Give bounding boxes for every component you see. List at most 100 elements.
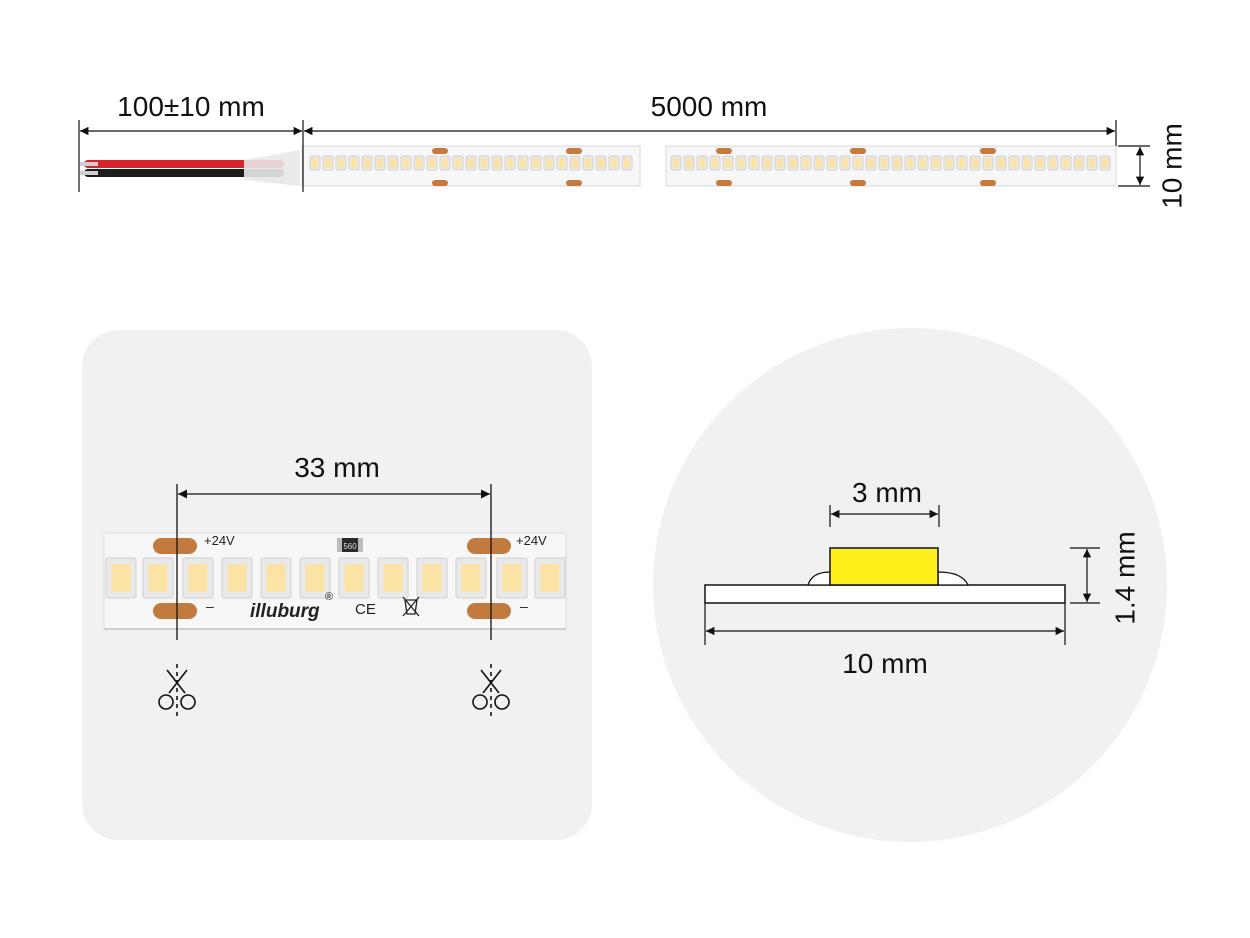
led-chip bbox=[299, 557, 331, 599]
led-chip bbox=[852, 155, 864, 171]
led-chip bbox=[670, 155, 682, 171]
led-chip bbox=[878, 155, 890, 171]
copper-pad bbox=[566, 148, 582, 154]
led-chip bbox=[517, 155, 529, 171]
led-chip bbox=[839, 155, 851, 171]
strip-overview: 100±10 mm 5000 mm 10 mm bbox=[78, 91, 1187, 209]
led-chip bbox=[455, 557, 487, 599]
led-chip bbox=[595, 155, 607, 171]
led-chip bbox=[995, 155, 1007, 171]
cross-section-panel: 3 mm 1.4 mm 10 mm bbox=[653, 328, 1167, 842]
ce-mark: CE bbox=[355, 601, 376, 618]
led-chip bbox=[491, 155, 503, 171]
led-chip bbox=[534, 557, 566, 599]
led-chip bbox=[865, 155, 877, 171]
led-chip bbox=[709, 155, 721, 171]
led-cross-section bbox=[829, 547, 939, 586]
scissors-icon bbox=[158, 664, 196, 718]
led-chip bbox=[413, 155, 425, 171]
copper-pad bbox=[980, 148, 996, 154]
led-chip bbox=[309, 155, 321, 171]
led-chip bbox=[543, 155, 555, 171]
led-chip bbox=[930, 155, 942, 171]
lead-wire bbox=[80, 150, 300, 186]
led-chip bbox=[530, 155, 542, 171]
led-chip bbox=[956, 155, 968, 171]
negative-marking-right: – bbox=[520, 598, 528, 614]
led-chip bbox=[374, 155, 386, 171]
led-chip bbox=[621, 155, 633, 171]
led-chip bbox=[361, 155, 373, 171]
led-chip bbox=[260, 557, 292, 599]
led-chip bbox=[1073, 155, 1085, 171]
led-chip bbox=[904, 155, 916, 171]
led-chip bbox=[348, 155, 360, 171]
led-chip bbox=[1021, 155, 1033, 171]
led-chip bbox=[787, 155, 799, 171]
led-chip bbox=[221, 557, 253, 599]
led-chip bbox=[335, 155, 347, 171]
svg-text:560: 560 bbox=[343, 542, 357, 551]
led-chip bbox=[800, 155, 812, 171]
voltage-marking-right: +24V bbox=[516, 533, 547, 548]
cut-interval-label: 33 mm bbox=[294, 452, 380, 483]
led-chip bbox=[891, 155, 903, 171]
led-chip bbox=[478, 155, 490, 171]
led-chip bbox=[439, 155, 451, 171]
copper-pad bbox=[566, 180, 582, 186]
led-chip bbox=[683, 155, 695, 171]
led-chip bbox=[142, 557, 174, 599]
led-width-label: 3 mm bbox=[852, 477, 922, 508]
strip-segment-left bbox=[301, 145, 641, 187]
led-chip bbox=[377, 557, 409, 599]
led-chip bbox=[982, 155, 994, 171]
strip-length-label: 5000 mm bbox=[651, 91, 768, 122]
led-chip bbox=[105, 557, 137, 599]
led-chip bbox=[569, 155, 581, 171]
resistor: 560 bbox=[337, 538, 363, 552]
led-chip bbox=[496, 557, 528, 599]
voltage-marking-left: +24V bbox=[204, 533, 235, 548]
copper-pad bbox=[850, 180, 866, 186]
led-chip bbox=[774, 155, 786, 171]
led-chip bbox=[1086, 155, 1098, 171]
copper-pad bbox=[432, 148, 448, 154]
negative-marking-left: – bbox=[206, 598, 214, 614]
copper-pad bbox=[432, 180, 448, 186]
registered-mark: ® bbox=[325, 591, 333, 603]
scissors-icon bbox=[472, 664, 510, 718]
led-chip bbox=[917, 155, 929, 171]
led-chip bbox=[608, 155, 620, 171]
led-chip bbox=[826, 155, 838, 171]
copper-pad bbox=[980, 180, 996, 186]
led-chip bbox=[182, 557, 214, 599]
crossed-bin-icon bbox=[402, 596, 420, 617]
copper-pad bbox=[716, 148, 732, 154]
brand-logo: illuburg bbox=[250, 601, 320, 622]
led-chip bbox=[943, 155, 955, 171]
led-chip bbox=[416, 557, 448, 599]
led-chip bbox=[813, 155, 825, 171]
led-chip bbox=[748, 155, 760, 171]
led-chip bbox=[1047, 155, 1059, 171]
led-chip bbox=[338, 557, 370, 599]
led-chip bbox=[582, 155, 594, 171]
led-chip bbox=[556, 155, 568, 171]
copper-pad bbox=[716, 180, 732, 186]
led-chip bbox=[761, 155, 773, 171]
led-chip bbox=[722, 155, 734, 171]
section-width-label: 10 mm bbox=[842, 648, 928, 679]
strip-segment-right bbox=[665, 145, 1117, 187]
led-chip bbox=[1060, 155, 1072, 171]
led-chip bbox=[504, 155, 516, 171]
copper-pad bbox=[850, 148, 866, 154]
led-chip bbox=[1008, 155, 1020, 171]
cut-interval-panel: 560 +24V +24V – – illuburg ® CE 33 mm bbox=[82, 330, 592, 840]
led-chip bbox=[735, 155, 747, 171]
led-chip bbox=[426, 155, 438, 171]
led-chip bbox=[969, 155, 981, 171]
strip-width-label: 10 mm bbox=[1156, 123, 1187, 209]
led-chip bbox=[452, 155, 464, 171]
led-chip bbox=[400, 155, 412, 171]
